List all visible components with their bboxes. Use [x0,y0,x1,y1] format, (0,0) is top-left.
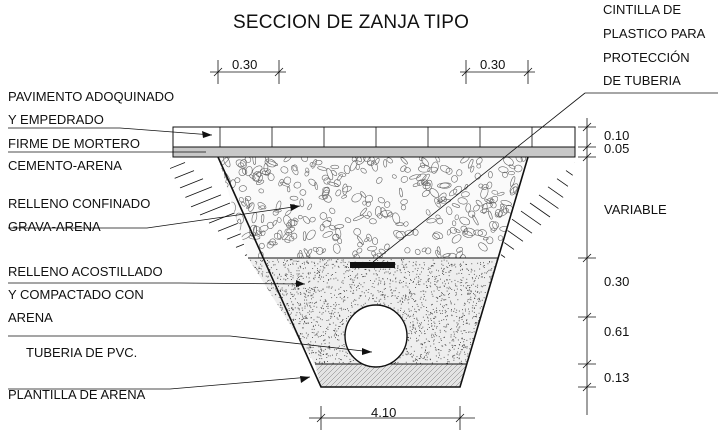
label-plantilla: PLANTILLA DE ARENA [8,387,146,402]
dim-top-left: 0.30 [232,57,258,72]
plantilla-hatch [315,364,466,387]
dim-acostillado: 0.30 [604,274,630,289]
dim-top-right: 0.30 [480,57,506,72]
label-relleno-confinado-2: GRAVA-ARENA [8,219,101,234]
dim-variable: VARIABLE [604,202,667,217]
label-firme-2: CEMENTO-ARENA [8,158,122,173]
label-pavimento-1: PAVIMENTO ADOQUINADO [8,89,175,104]
label-relleno-acostillado-1: RELLENO ACOSTILLADO [8,264,163,279]
dim-tuberia: 0.61 [604,324,630,339]
label-pavimento-2: Y EMPEDRADO [8,112,104,127]
paver-joints [219,127,533,147]
dim-firme: 0.05 [604,141,630,156]
dim-plantilla: 0.13 [604,370,630,385]
pvc-pipe [344,304,408,368]
diagram-title: SECCION DE ZANJA TIPO [233,12,470,33]
label-cintilla-1: CINTILLA DE [603,2,682,17]
label-cintilla-2: PLASTICO PARA [603,26,706,41]
label-relleno-confinado-1: RELLENO CONFINADO [8,196,151,211]
firme-layer [172,146,576,158]
dim-bottom: 4.10 [371,405,397,420]
label-cintilla-3: PROTECCIÓN [603,50,690,65]
label-tuberia: TUBERIA DE PVC. [26,345,138,360]
label-relleno-acostillado-2: Y COMPACTADO CON [8,287,144,302]
label-relleno-acostillado-3: ARENA [8,310,53,325]
warning-tape [350,262,395,268]
leader-arrows [202,131,372,383]
leader-lines [8,92,718,390]
trench-outline [217,156,529,388]
dimension-ticks [213,67,592,423]
dim-pavimento: 0.10 [604,128,630,143]
label-cintilla-4: DE TUBERIA [603,73,681,88]
pavement-layer [172,126,576,148]
plantilla-fill [315,364,466,387]
label-firme-1: FIRME DE MORTERO [8,136,140,151]
